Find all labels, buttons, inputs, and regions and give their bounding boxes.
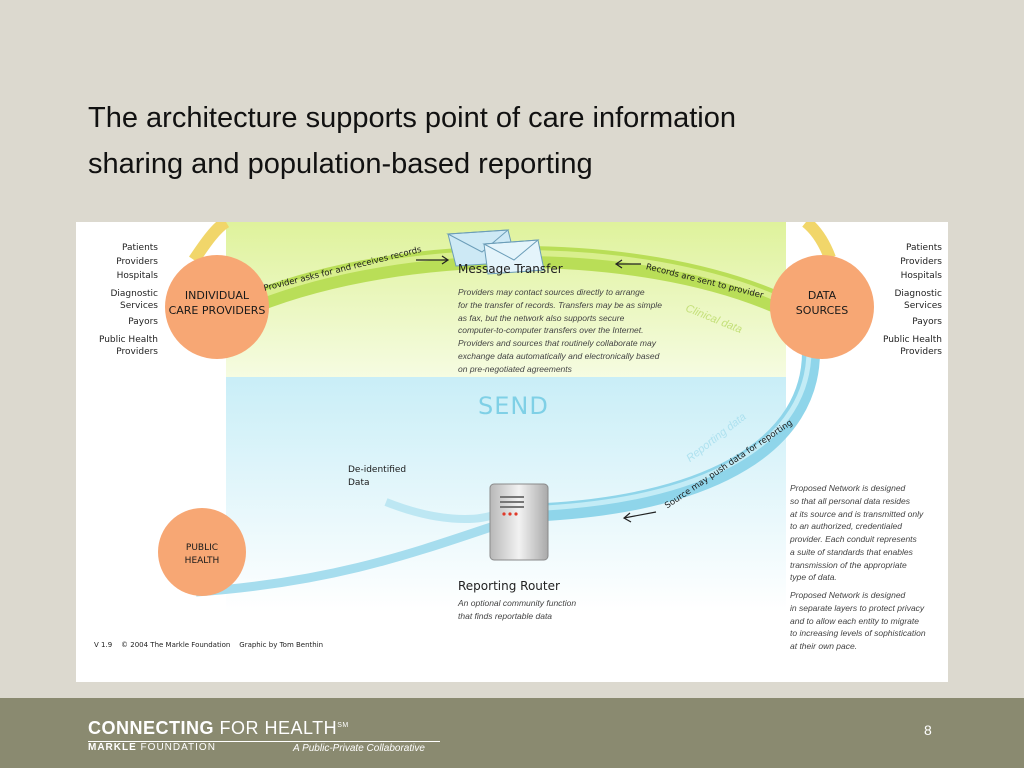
page-number: 8 xyxy=(924,722,932,738)
note-line: type of data. xyxy=(790,572,837,583)
message-envelopes xyxy=(446,229,545,275)
left-list-item: Diagnostic xyxy=(110,288,158,299)
right-list-item: Services xyxy=(904,300,942,311)
sub-rest: FOUNDATION xyxy=(136,742,216,753)
brand-divider xyxy=(88,741,440,742)
right-list-item: Providers xyxy=(900,346,942,357)
description-line: as fax, but the network also supports se… xyxy=(458,312,625,323)
provider-records-arrow xyxy=(416,255,450,265)
node-label-line: SOURCES xyxy=(795,304,849,318)
left-list-item: Providers xyxy=(116,256,158,267)
footer-bar: CONNECTING FOR HEALTHSM MARKLE FOUNDATIO… xyxy=(0,698,1024,768)
network-note-layers: Proposed Network is designed in separate… xyxy=(790,589,946,653)
left-list-item: Patients xyxy=(121,243,158,253)
blue-conduit-highlight xyxy=(545,349,812,511)
note-line: Proposed Network is designed xyxy=(790,483,906,493)
description-line: on pre-negotiated agreements xyxy=(458,363,572,374)
brand-sm: SM xyxy=(337,722,349,729)
network-note-privacy: Proposed Network is designed so that all… xyxy=(790,482,946,584)
right-list-item: Public Health xyxy=(882,334,942,345)
right-list-item: Providers xyxy=(900,256,942,267)
left-list-item: Providers xyxy=(116,346,158,357)
description-line: Providers may contact sources directly t… xyxy=(458,287,645,297)
router-to-health-conduit xyxy=(195,517,508,597)
description-line: that finds reportable data xyxy=(458,610,553,621)
description-line: Providers and sources that routinely col… xyxy=(458,338,656,348)
individual-care-providers-node xyxy=(165,255,269,359)
reporting-router-title: Reporting Router xyxy=(458,579,560,593)
reporting-router-description: An optional community function that find… xyxy=(458,597,638,623)
left-list-item: Public Health xyxy=(98,334,158,345)
slide-title: The architecture supports point of care … xyxy=(88,95,908,188)
slide-title-line-2: sharing and population-based reporting xyxy=(88,148,593,181)
brand-subline: MARKLE FOUNDATION xyxy=(88,742,216,753)
brand-logo: CONNECTING FOR HEALTHSM xyxy=(88,718,349,739)
brand-rest: FOR HEALTH xyxy=(214,718,338,738)
description-line: An optional community function xyxy=(458,598,577,608)
note-line: so that all personal data resides xyxy=(790,495,911,506)
upper-left-yellow-conduit xyxy=(189,222,230,264)
note-line: and to allow each entity to migrate xyxy=(790,615,919,626)
note-line: in separate layers to protect privacy xyxy=(790,602,925,613)
node-label-line: INDIVIDUAL xyxy=(184,289,250,302)
note-line: at their own pace. xyxy=(790,641,858,651)
upper-right-yellow-conduit xyxy=(802,222,836,261)
public-health-node xyxy=(158,508,246,596)
note-line: provider. Each conduit represents xyxy=(790,534,917,544)
message-transfer-description: Providers may contact sources directly t… xyxy=(458,286,688,375)
note-line: transmission of the appropriate xyxy=(790,559,907,570)
note-line: to increasing levels of sophistication xyxy=(790,628,926,639)
deidentified-conduit xyxy=(384,498,498,523)
description-line: for the transfer of records. Transfers m… xyxy=(458,299,662,310)
node-label-line: CARE PROVIDERS xyxy=(168,304,266,318)
node-label-line: PUBLIC xyxy=(185,543,219,553)
version-credit: V 1.9 © 2004 The Markle Foundation Graph… xyxy=(94,641,324,649)
note-line: at its source and is transmitted only xyxy=(790,508,924,519)
left-list-item: Payors xyxy=(128,316,158,327)
push-data-arrow xyxy=(622,511,657,523)
note-line: a suite of standards that enables xyxy=(790,546,913,557)
label-line: De-identified xyxy=(348,465,407,475)
data-sources-label: DATA SOURCES xyxy=(772,288,872,319)
node-label-line: DATA xyxy=(807,289,837,302)
diagram-graphics xyxy=(158,222,874,612)
left-list-item: Services xyxy=(120,300,158,311)
left-entity-list: Patients Providers Hospitals Diagnostic … xyxy=(84,242,158,357)
left-list-item: Hospitals xyxy=(116,270,158,281)
public-health-label: PUBLIC HEALTH xyxy=(166,542,238,567)
label-line: Data xyxy=(348,477,370,488)
reporting-router-server xyxy=(489,483,549,561)
individual-care-providers-label: INDIVIDUAL CARE PROVIDERS xyxy=(160,288,274,319)
send-label: SEND xyxy=(478,392,549,420)
sub-bold: MARKLE xyxy=(88,742,137,753)
deidentified-data-label: De-identified Data xyxy=(348,464,406,489)
note-line: Proposed Network is designed xyxy=(790,590,906,600)
architecture-diagram: Patients Providers Hospitals Diagnostic … xyxy=(76,222,948,682)
brand-tagline: A Public-Private Collaborative xyxy=(293,743,425,754)
node-label-line: HEALTH xyxy=(184,555,220,566)
slide-title-line-1: The architecture supports point of care … xyxy=(88,102,736,134)
description-line: exchange data automatically and electron… xyxy=(458,350,660,361)
right-entity-list: Patients Providers Hospitals Diagnostic … xyxy=(868,242,942,357)
data-sources-node xyxy=(770,255,874,359)
records-sent-arrow xyxy=(614,259,641,269)
brand-bold: CONNECTING xyxy=(88,718,214,738)
message-transfer-title: Message Transfer xyxy=(458,262,563,276)
right-list-item: Payors xyxy=(912,316,942,327)
note-line: to an authorized, credentialed xyxy=(790,521,902,532)
right-list-item: Diagnostic xyxy=(894,288,942,299)
description-line: computer-to-computer transfers over the … xyxy=(458,325,644,336)
right-list-item: Patients xyxy=(905,243,942,253)
right-list-item: Hospitals xyxy=(900,270,942,281)
